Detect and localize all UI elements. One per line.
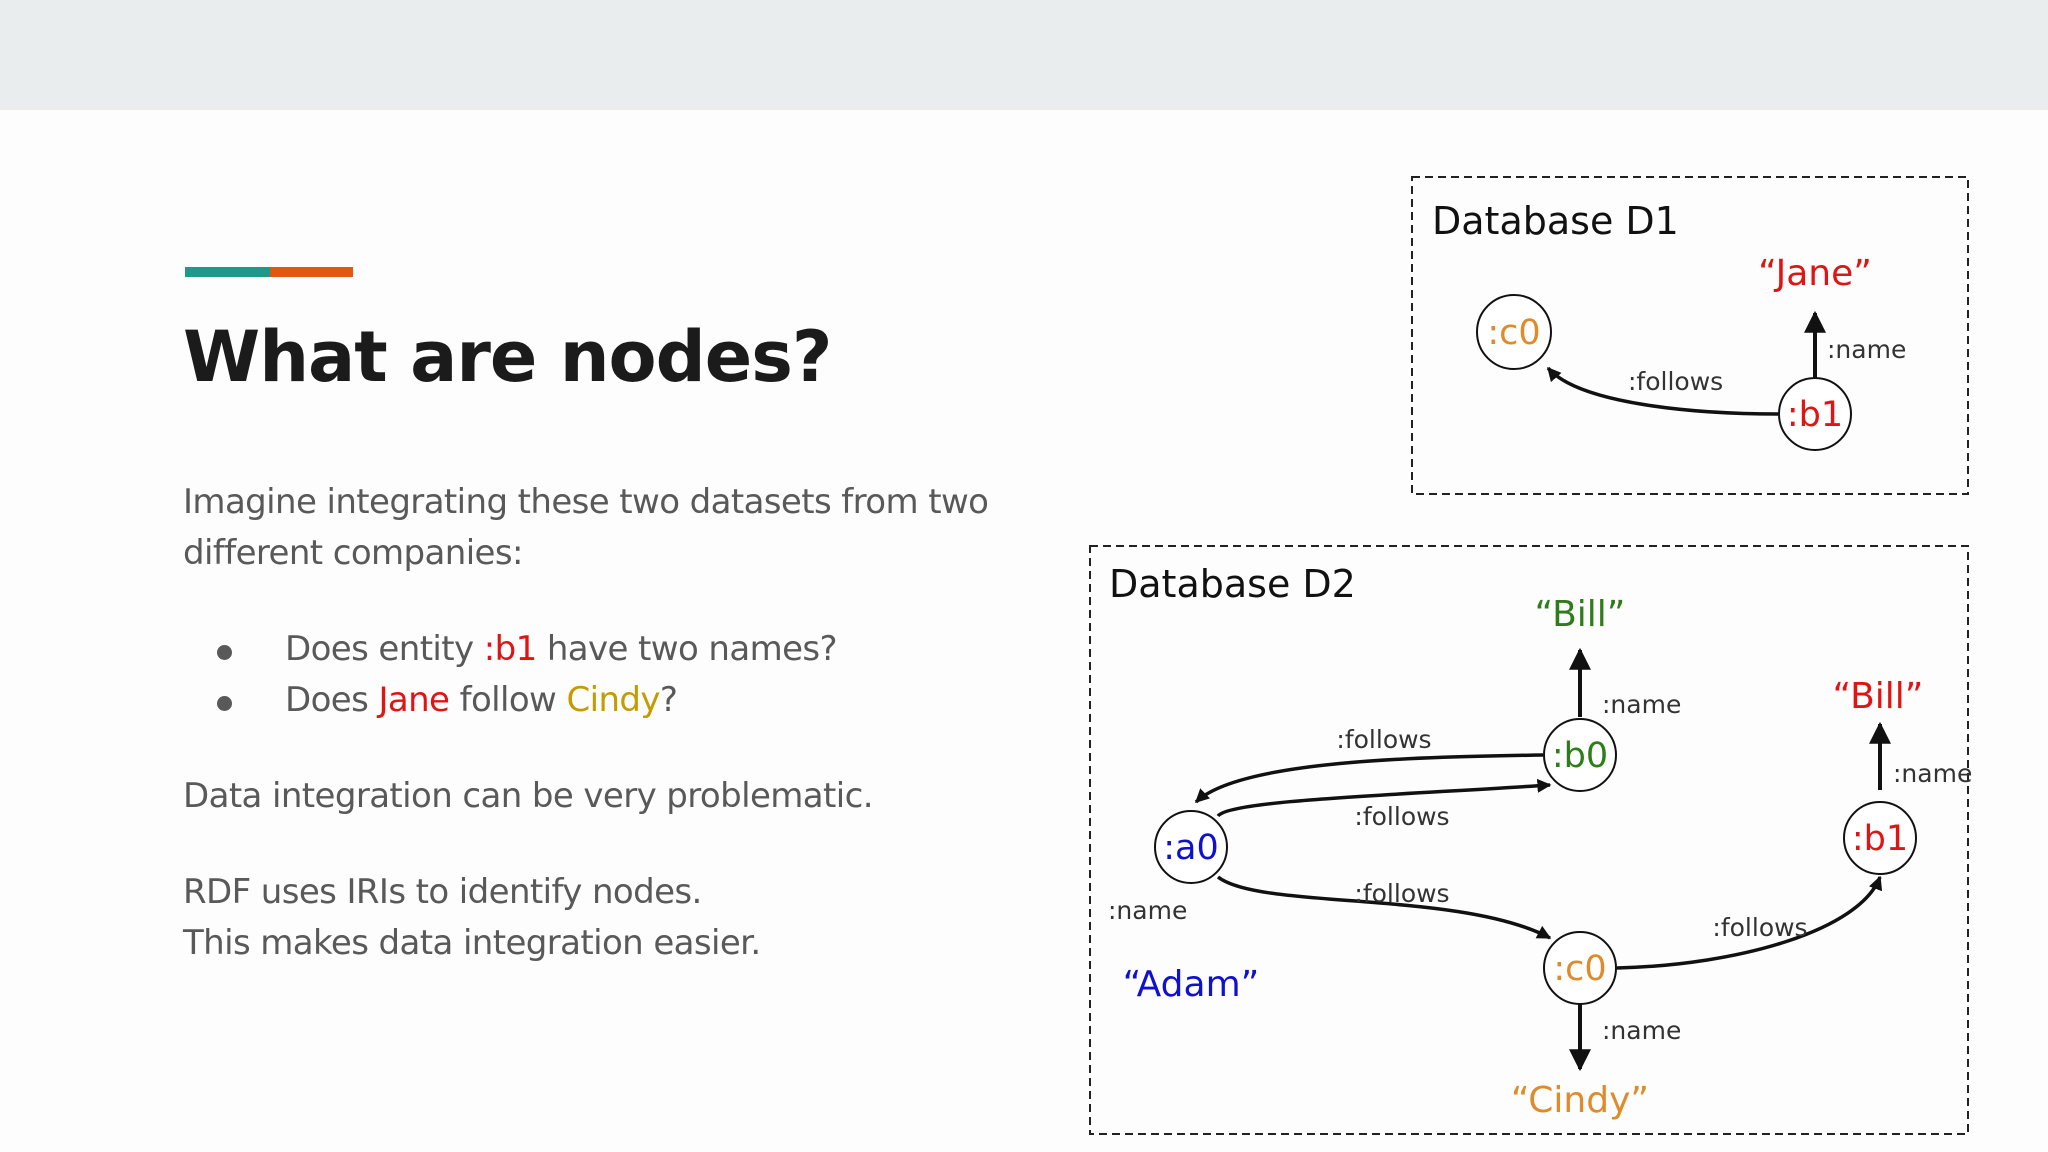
d2-node-b0 <box>1543 718 1617 792</box>
d2-node-c0 <box>1543 931 1617 1005</box>
bullet-text: have two names? <box>536 629 838 669</box>
highlight-jane: Jane <box>378 680 450 720</box>
d1-edge-name-label: :name <box>1827 335 1906 364</box>
d2-edge-a0-follows-c0 <box>1216 875 1552 940</box>
d2-literal-adam: “Adam” <box>1123 964 1260 1005</box>
d2-node-b1 <box>1843 801 1917 875</box>
d2-literal-bill-red: “Bill” <box>1833 676 1924 717</box>
bullet-text: ? <box>659 680 678 720</box>
d2-node-a0-label: :a0 <box>1163 828 1219 868</box>
database-d1-panel: Database D1 :follows :name :c0 :b1 “Jane… <box>1411 176 1969 495</box>
problem-paragraph: Data integration can be very problematic… <box>183 776 874 816</box>
d2-edge-c0-name-label: :name <box>1602 1016 1681 1045</box>
database-d2-panel: Database D2 :follows :follows :follows :… <box>1089 545 1972 1135</box>
rdf-paragraph: RDF uses IRIs to identify nodes. This ma… <box>183 867 761 969</box>
highlight-b1: :b1 <box>483 629 537 669</box>
rdf-line-2: This makes data integration easier. <box>183 923 761 963</box>
bullet-text: Does <box>285 680 379 720</box>
question-item-b1: Does entity :b1 have two names? <box>183 624 838 675</box>
slide-background <box>0 110 2048 1152</box>
d2-edge-c0-follows-b1 <box>1616 875 1883 970</box>
question-item-jane: Does Jane follow Cindy? <box>183 675 837 726</box>
d1-node-b1 <box>1778 377 1852 451</box>
top-band <box>0 0 2048 110</box>
d2-edge-b0-name-label: :name <box>1602 690 1681 719</box>
d1-node-b1-label: :b1 <box>1787 395 1843 435</box>
d1-edge-follows <box>1546 366 1779 416</box>
d2-edge-a0-follows-b0 <box>1216 778 1552 818</box>
question-list: Does entity :b1 have two names? Does Jan… <box>183 624 838 726</box>
d1-node-c0-label: :c0 <box>1487 313 1540 353</box>
highlight-cindy: Cindy <box>566 680 660 720</box>
d2-node-a0 <box>1154 810 1228 884</box>
title-accent-teal <box>185 267 270 277</box>
d2-node-c0-label: :c0 <box>1553 949 1606 989</box>
d2-node-b0-label: :b0 <box>1552 736 1608 776</box>
rdf-line-1: RDF uses IRIs to identify nodes. <box>183 872 702 912</box>
title-accent-orange <box>270 267 353 277</box>
d2-edge-b1-name-label: :name <box>1893 759 1972 788</box>
d1-frame <box>1411 176 1969 495</box>
bullet-text: follow <box>449 680 567 720</box>
d2-literal-bill-green: “Bill” <box>1535 594 1626 635</box>
d2-title: Database D2 <box>1109 562 1356 606</box>
d1-node-c0 <box>1476 294 1552 370</box>
d1-title: Database D1 <box>1432 199 1679 243</box>
d2-edge-b0-a0-label: :follows <box>1336 725 1431 754</box>
d2-edge-c0-b1-label: :follows <box>1712 913 1807 942</box>
d1-edge-follows-label: :follows <box>1628 367 1723 396</box>
d2-edge-a0-b0-label: :follows <box>1354 802 1449 831</box>
d2-edge-a0-c0-label: :follows <box>1354 879 1449 908</box>
intro-line-1: Imagine integrating these two datasets f… <box>183 482 989 522</box>
d2-edge-a0-name-label: :name <box>1108 896 1187 925</box>
intro-paragraph: Imagine integrating these two datasets f… <box>183 477 989 579</box>
d1-literal-jane: “Jane” <box>1758 253 1872 294</box>
intro-line-2: different companies: <box>183 533 523 573</box>
bullet-text: Does entity <box>285 629 484 669</box>
d2-literal-cindy: “Cindy” <box>1511 1080 1649 1121</box>
d2-edge-b0-follows-a0 <box>1194 753 1544 804</box>
slide-title: What are nodes? <box>183 316 832 398</box>
d2-frame <box>1089 545 1969 1135</box>
d2-node-b1-label: :b1 <box>1852 819 1908 859</box>
